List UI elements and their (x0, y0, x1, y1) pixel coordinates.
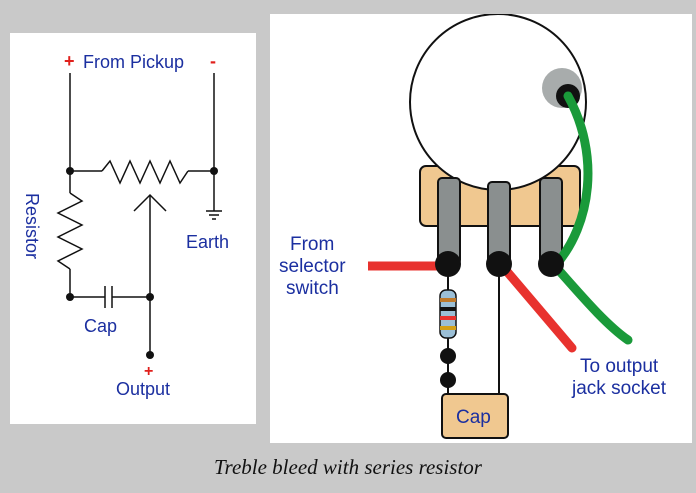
potentiometer-symbol (101, 159, 189, 185)
schematic-diagram: + From Pickup - Resistor Earth Cap + Out… (22, 51, 229, 399)
pot-terminal-right (538, 251, 564, 277)
node-dot (146, 293, 154, 301)
earth-label: Earth (186, 232, 229, 252)
capacitor-component (441, 393, 509, 439)
from-selector-label-line1: From (290, 234, 334, 255)
output-label: Output (116, 379, 170, 399)
cap-label: Cap (84, 316, 117, 336)
polarity-plus-bottom: + (144, 363, 153, 380)
earth-symbol (206, 210, 222, 220)
resistor-label: Resistor (22, 193, 42, 259)
from-selector-label-line3: switch (286, 278, 339, 299)
figure-caption: Treble bleed with series resistor (214, 455, 482, 479)
node-dot (210, 167, 218, 175)
polarity-minus-top: - (210, 51, 216, 71)
to-output-label-line1: To output (580, 356, 659, 377)
node-dot (66, 293, 74, 301)
capacitor-symbol (104, 286, 113, 308)
resistor-component (439, 289, 457, 339)
node-dot (146, 351, 154, 359)
solder-point (440, 348, 456, 364)
schematic-panel: + From Pickup - Resistor Earth Cap + Out… (10, 33, 256, 424)
polarity-plus-top: + (64, 51, 75, 71)
wiring-panel: Cap From selector switch To output jack … (270, 14, 692, 443)
pot-lugs (437, 177, 563, 265)
solder-point (440, 372, 456, 388)
red-wire-output (499, 263, 577, 353)
cap-component-label: Cap (456, 407, 491, 428)
from-selector-label-line2: selector (279, 256, 346, 277)
node-dot (66, 167, 74, 175)
from-pickup-label: From Pickup (83, 52, 184, 72)
wiring-diagram: Cap From selector switch To output jack … (279, 14, 667, 439)
resistor-symbol (56, 192, 84, 270)
to-output-label-line2: jack socket (571, 378, 667, 399)
